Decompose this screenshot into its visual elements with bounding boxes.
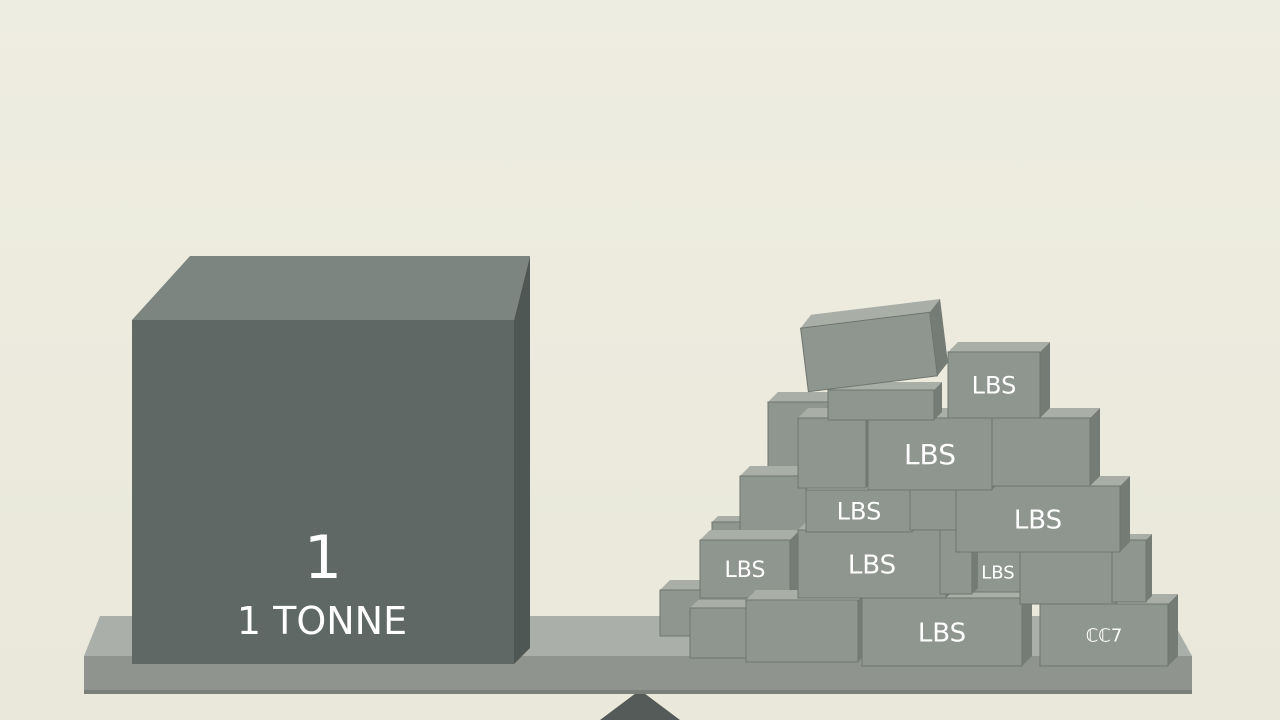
lbs-block [909,484,962,531]
lbs-block: LBS [699,530,800,599]
lbs-block [991,408,1100,487]
cube-side-face [514,256,530,664]
lbs-block-label: LBS [904,438,956,471]
lbs-block [739,466,816,541]
lbs-block: LBS [861,588,1032,667]
lbs-block-label: LBS [848,550,896,580]
cube-label: 1 TONNE [237,599,407,643]
lbs-block-label: LBS [981,562,1015,583]
lbs-block [827,382,942,421]
lbs-block-label: LBS [1014,505,1062,535]
lbs-block [1111,534,1152,603]
lbs-block-label: ℂℂ7 [1086,625,1123,646]
cube-top-face [132,256,530,320]
tonne-cube: 1 1 TONNE [132,256,530,664]
lbs-block-label: LBS [918,618,966,648]
lbs-block-label: LBS [725,558,766,583]
lbs-block-label: LBS [837,498,882,526]
lbs-block-pile: LBS LBS ℂℂ7 LBS LBS LBS LBS LBS LBS [659,298,1178,667]
fulcrum [600,690,680,720]
lbs-block [745,590,868,663]
cube-number: 1 [304,523,342,593]
lbs-block: LBS [947,342,1050,419]
lbs-block-label: LBS [972,372,1017,400]
cube-front-face [132,320,514,664]
lbs-block: ℂℂ7 [1039,594,1178,667]
lbs-block [800,298,948,393]
